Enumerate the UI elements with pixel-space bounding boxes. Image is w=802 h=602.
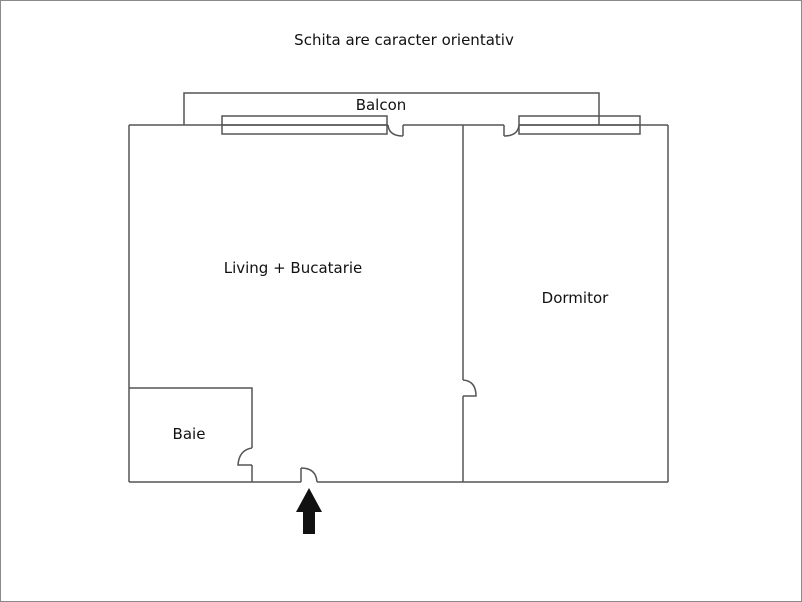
- door-balcony-right: [503, 124, 520, 137]
- balcony-wall: [183, 92, 600, 125]
- door-entrance: [300, 467, 318, 483]
- door-bathroom: [237, 447, 253, 466]
- room-label-balcony: Balcon: [355, 96, 407, 114]
- room-label-bathroom: Baie: [172, 425, 206, 443]
- title-note: Schita are caracter orientativ: [294, 31, 514, 49]
- door-balcony-left: [387, 124, 404, 137]
- arrow-up-icon: [296, 488, 322, 534]
- door-bedroom: [462, 379, 477, 397]
- room-label-living: Living + Bucatarie: [223, 259, 363, 277]
- room-label-bedroom: Dormitor: [541, 289, 609, 307]
